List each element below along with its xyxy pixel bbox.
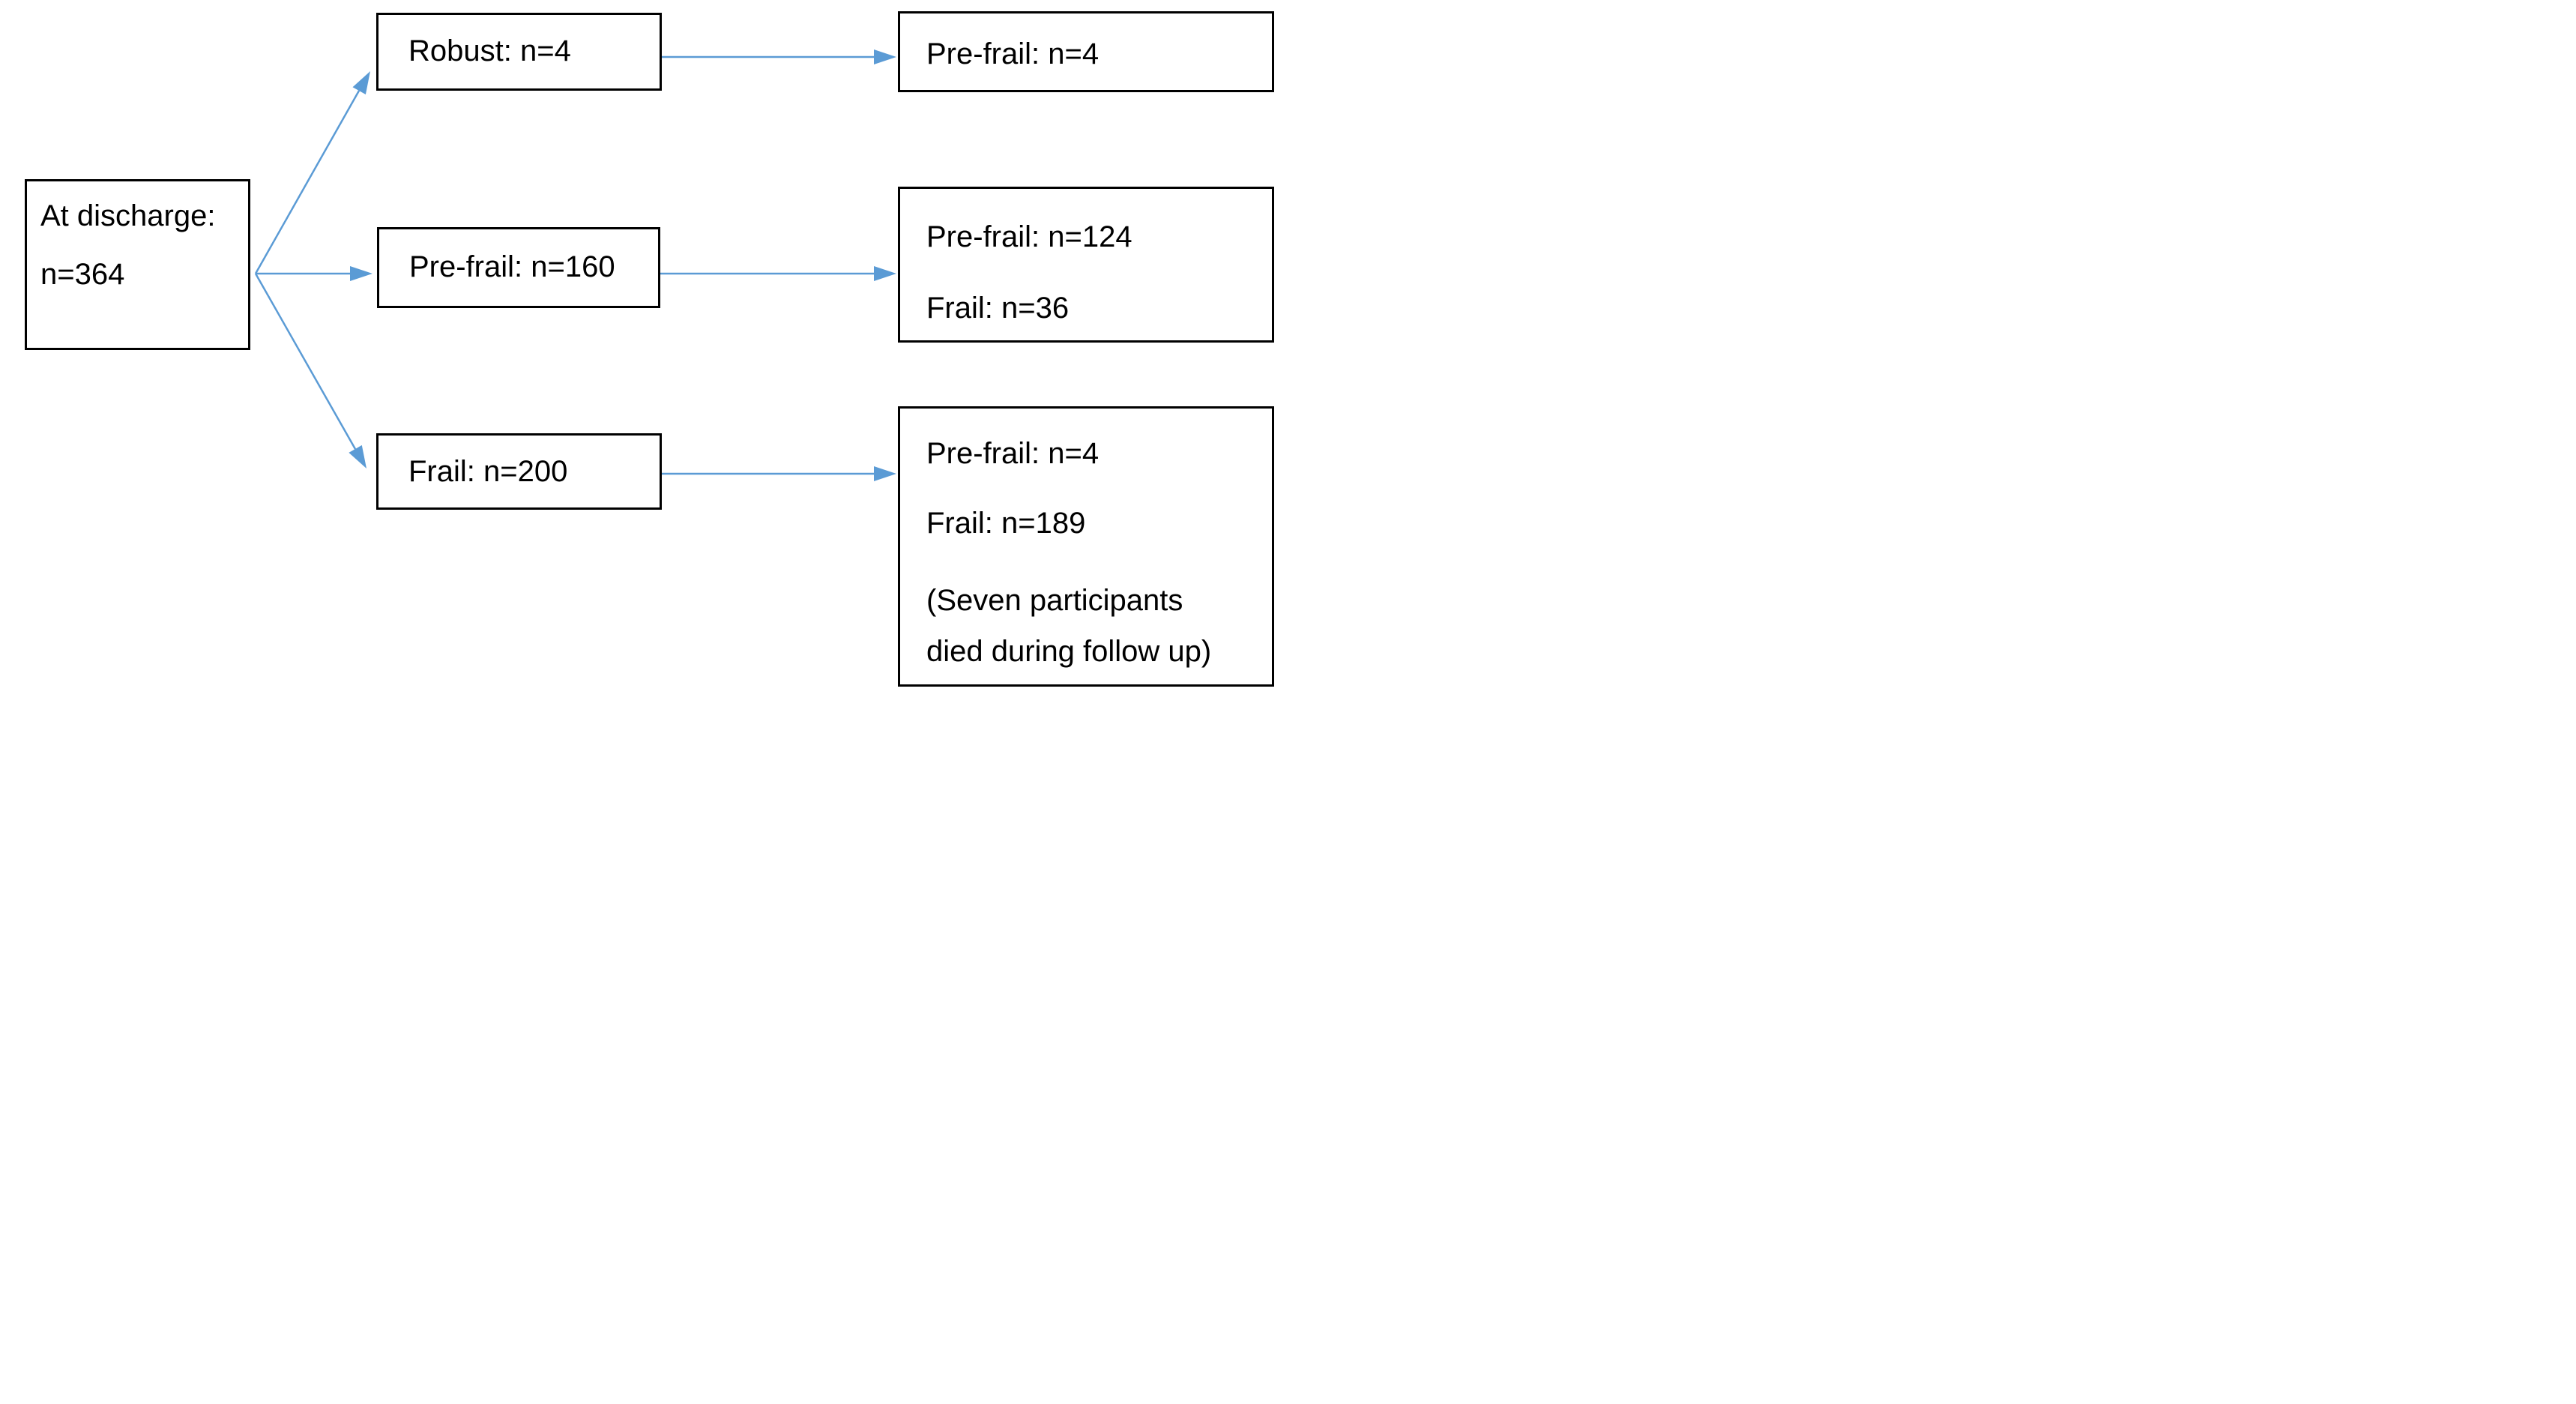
node-text-line: Frail: n=200 [408,455,568,488]
node-text-note: (Seven participants died during follow u… [926,584,1212,668]
node-text-line: Pre-frail: n=4 [926,37,1100,70]
arrows-layer [254,49,896,481]
node-text-line: Robust: n=4 [408,34,571,67]
arrow-robust-to-followup [662,49,896,64]
node-text-line: Frail: n=189 [926,507,1086,540]
node-text-line: At discharge: [40,199,216,232]
node-text-line: Pre-frail: n=160 [409,250,615,283]
node-followup-prefrail: Pre-frail: n=124 Frail: n=36 [898,187,1274,343]
arrowhead [874,49,896,64]
arrow-discharge-to-robust [254,71,370,274]
arrowhead [874,266,896,281]
arrow-discharge-to-prefrail [256,266,372,281]
arrowhead [349,445,367,468]
node-followup-frail: Pre-frail: n=4 Frail: n=189 (Seven parti… [898,406,1274,687]
node-text-line: Pre-frail: n=124 [926,220,1132,253]
node-frail-200: Frail: n=200 [376,433,662,510]
node-text-line: Pre-frail: n=4 [926,437,1100,470]
arrow-line [254,273,357,450]
arrow-discharge-to-frail [254,273,367,468]
node-text-line: n=364 [40,258,125,291]
node-text-line: Frail: n=36 [926,292,1070,325]
node-at-discharge: At discharge: n=364 [25,179,250,350]
node-robust: Robust: n=4 [376,13,662,91]
arrow-frail-to-followup [662,466,896,481]
node-pre-frail-160: Pre-frail: n=160 [377,227,660,308]
flowchart-canvas: At discharge: n=364 Robust: n=4 Pre-frai… [0,0,1288,702]
arrowhead [874,466,896,481]
arrow-line [254,90,361,274]
arrowhead [352,71,370,94]
arrowhead [350,266,372,281]
node-followup-robust: Pre-frail: n=4 [898,11,1274,92]
arrow-prefrail-to-followup [660,266,896,281]
